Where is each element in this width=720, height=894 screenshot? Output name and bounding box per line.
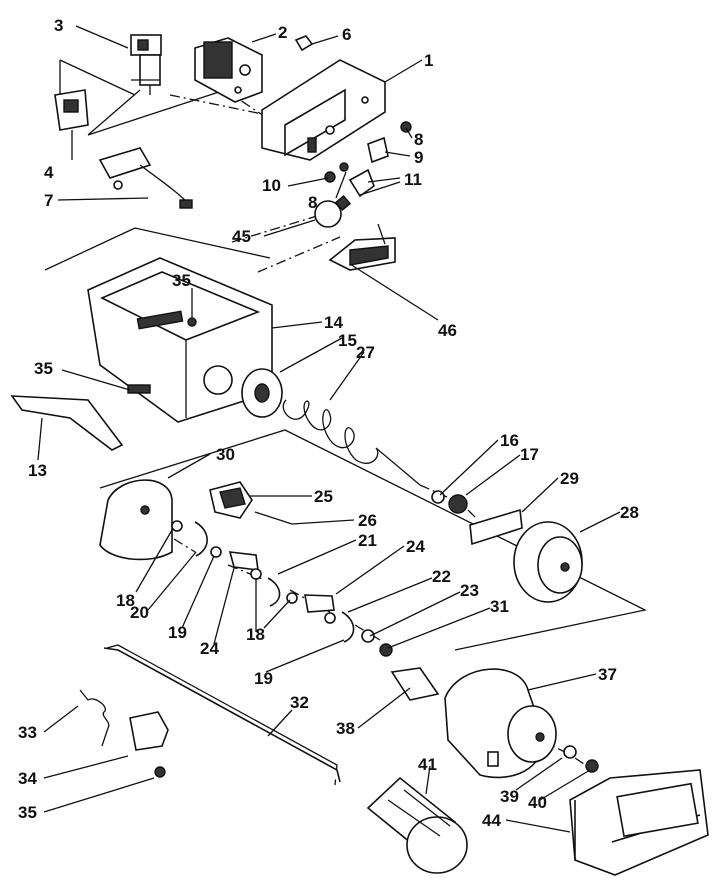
drive-coupling-part [513, 521, 583, 603]
part-label-3: 3 [54, 16, 63, 35]
part-label-27: 27 [356, 343, 375, 362]
part-label-34: 34 [18, 769, 37, 788]
rail-13-part [10, 395, 124, 451]
part-label-13: 13 [28, 461, 47, 480]
part-label-19-left: 19 [168, 623, 187, 642]
motor-mount-41-part [366, 776, 468, 874]
part-label-6: 6 [342, 25, 351, 44]
part-label-3b: 1 [424, 51, 433, 70]
part-label-14: 14 [324, 313, 343, 332]
part-label-40: 40 [528, 793, 547, 812]
bracket-38-part [390, 667, 440, 701]
part-label-8-lower: 8 [308, 193, 317, 212]
shaft-26-part [254, 511, 293, 525]
part-label-21: 21 [358, 531, 377, 550]
part-label-46: 46 [438, 321, 457, 340]
part-label-18-left: 18 [116, 591, 135, 610]
part-label-24-right: 24 [406, 537, 425, 556]
motor-cover-44-part [569, 769, 709, 876]
motor-gearbox-part [194, 37, 263, 103]
part-label-4: 4 [44, 163, 54, 182]
rod-32-part [103, 647, 341, 783]
light-cover-part [328, 223, 396, 271]
spacer-29-part [469, 508, 523, 546]
washer-16-17-part [431, 490, 468, 514]
part-label-18-right: 18 [246, 625, 265, 644]
part-label-11: 11 [404, 170, 422, 189]
switch-bracket-part [54, 89, 89, 131]
part-label-45: 45 [232, 227, 251, 246]
part-label-35-inner: 35 [172, 271, 191, 290]
part-label-23: 23 [460, 581, 479, 600]
part-label-7: 7 [44, 191, 53, 210]
part-label-32: 32 [290, 693, 309, 712]
part-label-16: 16 [500, 431, 519, 450]
clip-6-part [294, 35, 314, 52]
washer-nut-39-40-part [563, 745, 599, 773]
part-label-31: 31 [490, 597, 509, 616]
part-label-37: 37 [598, 665, 617, 684]
part-label-2: 2 [278, 23, 287, 42]
part-label-9: 9 [414, 148, 423, 167]
part-label-29: 29 [560, 469, 579, 488]
part-label-44: 44 [482, 811, 501, 830]
part-label-19-right: 19 [254, 669, 273, 688]
part-label-8-top: 8 [414, 130, 423, 149]
leader-lines [37, 25, 621, 833]
part-label-15: 15 [338, 331, 357, 350]
bracket-34-part [129, 711, 169, 751]
part-label-38: 38 [336, 719, 355, 738]
wire-harness-part [98, 147, 193, 209]
part-label-41: 41 [418, 755, 437, 774]
fasteners-upper-part [324, 121, 412, 198]
solenoid-switch-part [130, 34, 162, 95]
auger-spring-part [282, 399, 421, 486]
part-label-30: 30 [216, 445, 235, 464]
part-label-28: 28 [620, 503, 639, 522]
blade-stack-part [171, 520, 393, 657]
part-label-22: 22 [432, 567, 451, 586]
part-label-33: 33 [18, 723, 37, 742]
part-label-24-left: 24 [200, 639, 219, 658]
spring-33-part [79, 689, 110, 747]
part-label-39: 39 [500, 787, 519, 806]
part-label-25: 25 [314, 487, 333, 506]
part-label-35-bottom: 35 [18, 803, 37, 822]
crusher-blade-part [209, 481, 253, 519]
part-label-26: 26 [358, 511, 377, 530]
ice-maker-housing-part [261, 59, 386, 161]
part-label-35-side: 35 [34, 359, 53, 378]
bearing-15-part [241, 368, 283, 418]
part-label-10: 10 [262, 176, 281, 195]
auger-motor-part [444, 668, 557, 779]
part-labels: 3 2 1 4 6 7 8 9 10 8 11 45 46 35 14 15 2… [18, 16, 639, 830]
part-label-17: 17 [520, 445, 539, 464]
light-bulb-part [314, 194, 352, 228]
part-label-20: 20 [130, 603, 149, 622]
